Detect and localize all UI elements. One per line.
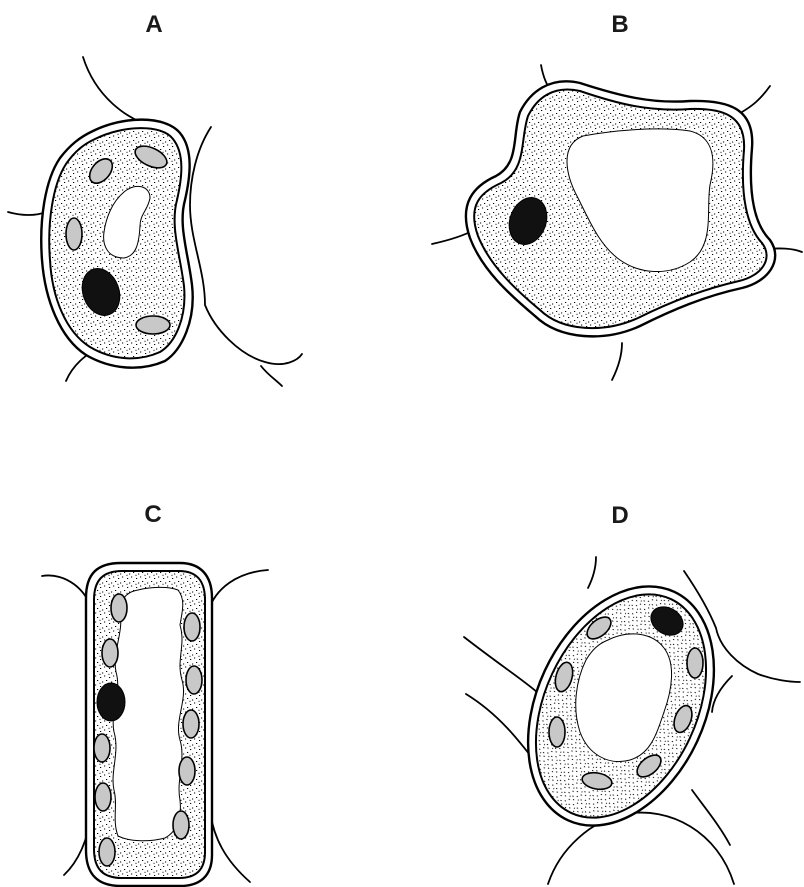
chloroplast <box>184 613 200 641</box>
chloroplast <box>136 316 170 334</box>
panel-label-d: D <box>611 502 628 529</box>
panel-label-a: A <box>145 11 162 38</box>
chloroplast <box>186 666 202 694</box>
panel-label-c: C <box>144 501 161 528</box>
chloroplast <box>66 218 82 250</box>
panel-label-b: B <box>611 11 628 38</box>
chloroplast <box>549 717 565 747</box>
chloroplast <box>94 734 110 762</box>
chloroplast <box>102 639 118 667</box>
vacuole-c <box>113 587 184 840</box>
chloroplast <box>111 594 127 622</box>
chloroplast <box>183 710 199 738</box>
panel-d: D <box>464 502 800 884</box>
chloroplast <box>179 757 195 785</box>
chloroplast <box>99 838 115 866</box>
panel-c: C <box>42 501 268 886</box>
chloroplast <box>173 811 189 839</box>
chloroplast <box>687 648 703 678</box>
panel-a: A <box>8 11 302 386</box>
nucleus-c <box>97 683 125 721</box>
chloroplast <box>95 783 111 811</box>
panel-b: B <box>432 11 802 380</box>
